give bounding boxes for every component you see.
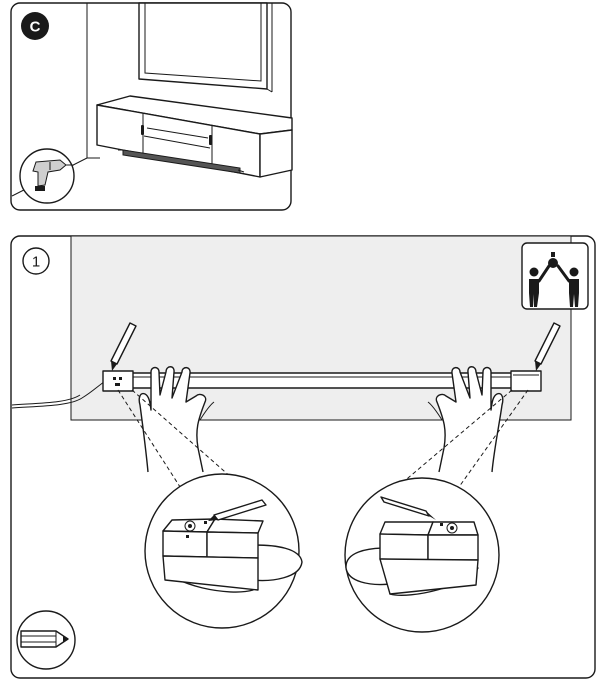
wall-tv: [138, 2, 273, 93]
right-hand: [427, 366, 504, 473]
panel-c-badge-label: C: [30, 19, 41, 36]
pencil-icon: [16, 610, 76, 670]
soundbar: [118, 149, 245, 174]
power-cable: [11, 381, 105, 409]
zoom-detail-right: [344, 477, 500, 633]
step-number-label: 1: [32, 254, 40, 271]
pencil-left: [110, 322, 137, 371]
bracket-right: [510, 370, 542, 392]
tv-bench: [96, 95, 293, 178]
wall-surface: [70, 235, 572, 421]
drill-icon: [19, 148, 75, 204]
panel-step-1: 1: [10, 235, 596, 679]
left-hand: [138, 366, 215, 473]
panel-c-badge: C: [21, 12, 49, 40]
step-number: 1: [22, 247, 50, 275]
panel-c: C: [10, 2, 293, 211]
bracket-left: [102, 370, 134, 392]
zoom-detail-left: [144, 473, 303, 629]
pencil-right: [534, 322, 561, 371]
two-person-lift-icon: [521, 242, 589, 310]
